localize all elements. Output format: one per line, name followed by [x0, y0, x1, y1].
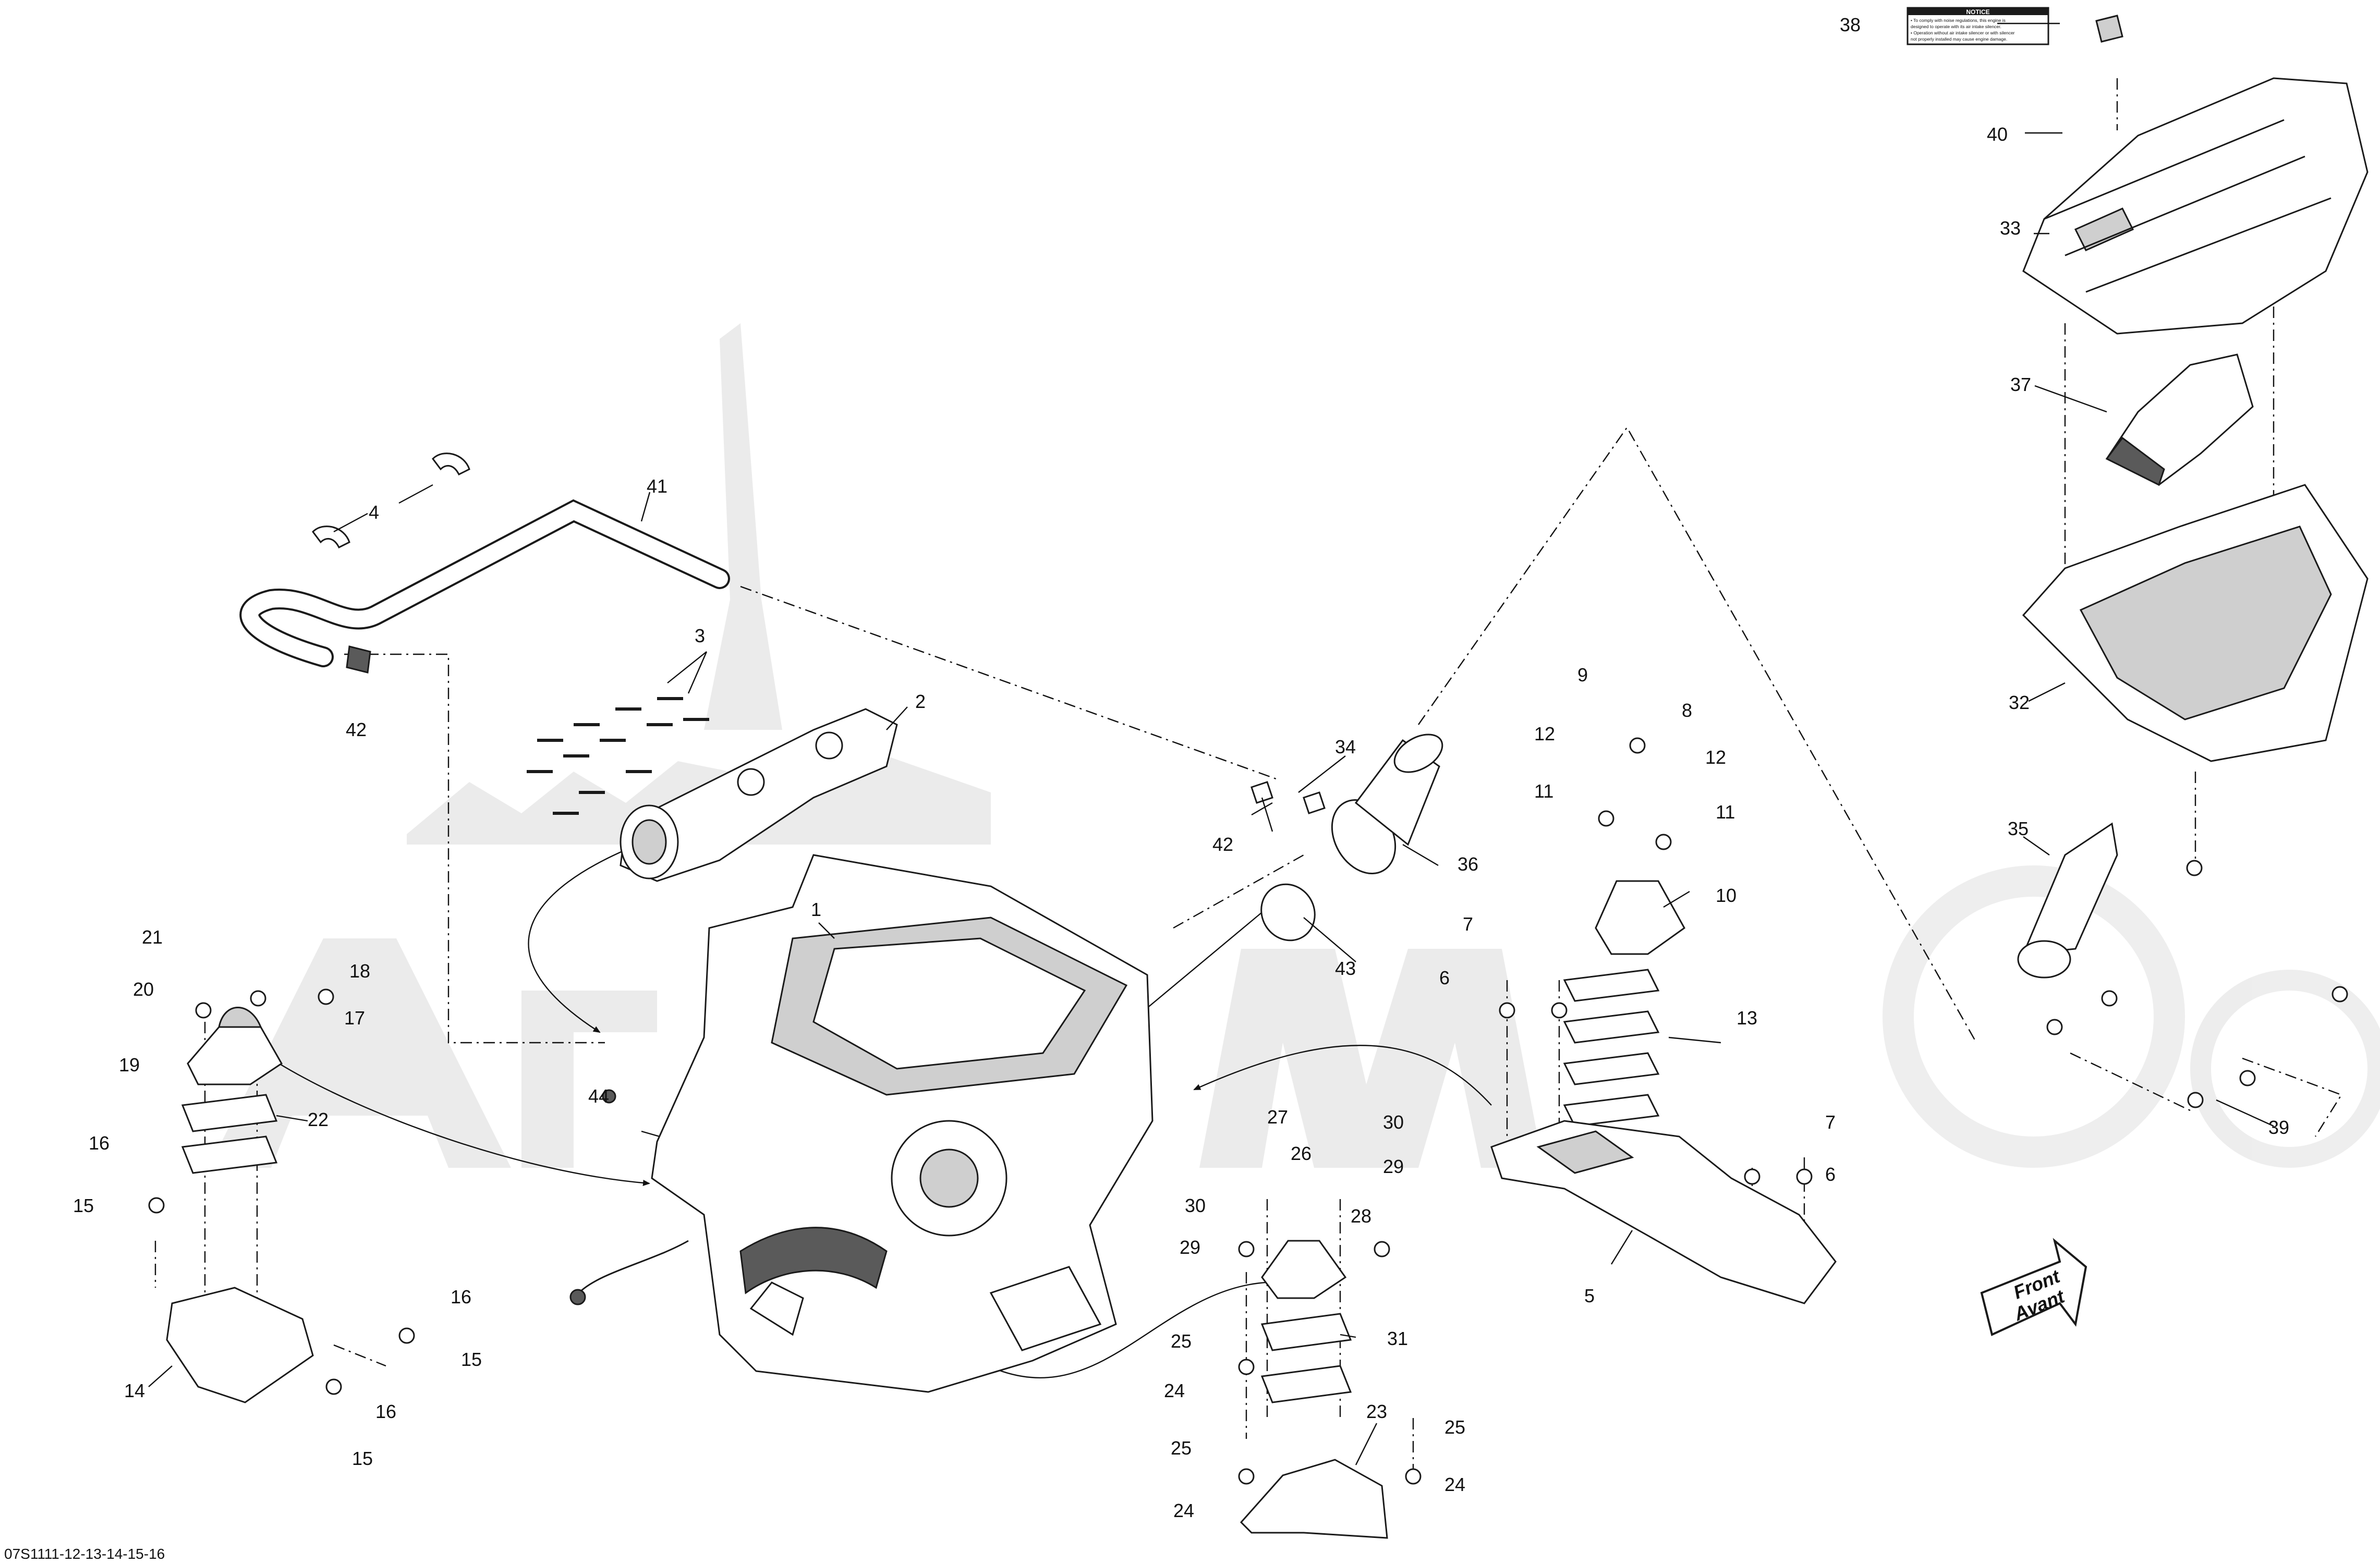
watermark: [209, 323, 2380, 1168]
callout-6-left: 6: [1439, 967, 1450, 988]
callout-30-left: 30: [1185, 1195, 1206, 1216]
callout-20: 20: [133, 979, 154, 1000]
callout-25-top: 25: [1171, 1330, 1192, 1352]
callout-12-right: 12: [1705, 747, 1726, 768]
callout-25-bottom: 25: [1171, 1437, 1192, 1459]
assembly-guide-lines: [154, 78, 2342, 1481]
callout-24-top: 24: [1164, 1380, 1185, 1401]
callout-40: 40: [1987, 124, 2008, 145]
callout-44: 44: [588, 1085, 609, 1107]
callout-16-bottom: 16: [375, 1401, 396, 1422]
engine-mount-rear: [1240, 1240, 1388, 1539]
callout-15-left: 15: [73, 1195, 94, 1216]
notice-line-4: not properly installed may cause engine …: [1911, 36, 2007, 42]
engine-support-bracket: [1490, 1120, 1837, 1304]
callout-15-mid: 15: [461, 1349, 482, 1370]
callout-10: 10: [1716, 885, 1737, 906]
exhaust-manifold: [620, 708, 898, 882]
notice-line-2: designed to operate with its air intake …: [1911, 24, 2001, 29]
callout-32: 32: [2009, 692, 2030, 713]
callout-7-left: 7: [1463, 913, 1473, 935]
callout-31: 31: [1387, 1328, 1408, 1349]
callout-41: 41: [647, 475, 667, 497]
notice-label: NOTICE • To comply with noise regulation…: [1907, 7, 2049, 45]
callout-36: 36: [1458, 853, 1478, 875]
intake-tube: [2105, 353, 2254, 486]
callout-9: 9: [1577, 664, 1588, 686]
callout-17: 17: [344, 1007, 365, 1029]
notice-label-part: [2095, 15, 2123, 43]
callout-2: 2: [915, 691, 926, 712]
diagram-code: 07S1111-12-13-14-15-16: [4, 1546, 165, 1562]
water-hose: [239, 499, 730, 674]
intake-silencer-base: [2022, 484, 2369, 762]
notice-line-1: • To comply with noise regulations, this…: [1911, 18, 2006, 23]
callout-14: 14: [124, 1380, 145, 1401]
callout-4: 4: [369, 502, 379, 523]
callout-39: 39: [2268, 1117, 2289, 1138]
callout-42-right: 42: [1212, 834, 1233, 855]
callout-8: 8: [1682, 700, 1692, 721]
callout-24-bottom: 24: [1173, 1500, 1194, 1521]
notice-line-3: • Operation without air intake silencer …: [1911, 30, 2015, 35]
callout-30-right: 30: [1383, 1111, 1404, 1133]
callout-1: 1: [811, 899, 821, 920]
callout-29-left: 29: [1180, 1237, 1200, 1258]
callout-5: 5: [1584, 1285, 1595, 1306]
callout-leaders: [148, 22, 2274, 1465]
callout-37: 37: [2010, 374, 2031, 395]
callout-15-bottom: 15: [352, 1448, 373, 1469]
callout-38: 38: [1840, 14, 1861, 35]
callout-27: 27: [1267, 1106, 1288, 1128]
manifold-bolts: [527, 697, 709, 815]
callout-26: 26: [1291, 1143, 1312, 1164]
throttle-body: [1250, 734, 1443, 942]
callout-43: 43: [1335, 958, 1356, 979]
callout-23: 23: [1366, 1401, 1387, 1422]
callout-labels: 1 2 3 4 5 6 6 7 7 8 9 10 11 11 12 12 13 …: [73, 14, 2289, 1521]
engine-mount-front-left: [166, 1007, 314, 1403]
callout-35: 35: [2008, 818, 2029, 839]
callout-24-right: 24: [1444, 1474, 1465, 1495]
intake-silencer-cover: [2022, 77, 2369, 335]
engine-mount-right: [1563, 880, 1685, 1127]
callout-19: 19: [119, 1054, 140, 1076]
front-direction-arrow: Front Avant: [1980, 1238, 2087, 1336]
callout-3: 3: [695, 625, 705, 646]
engine-block: [569, 854, 1153, 1393]
callout-12-left: 12: [1534, 723, 1555, 744]
callout-13: 13: [1737, 1007, 1757, 1029]
routing-arrows: [278, 849, 1492, 1378]
callout-7-right: 7: [1825, 1111, 1836, 1133]
callout-6-right: 6: [1825, 1164, 1836, 1185]
callout-21: 21: [142, 926, 163, 948]
small-fasteners: [148, 737, 2348, 1485]
callout-25-right: 25: [1444, 1416, 1465, 1438]
hose-clamps: [312, 453, 470, 549]
callout-18: 18: [349, 960, 370, 982]
callout-42-left: 42: [346, 719, 367, 740]
callout-33: 33: [2000, 217, 2021, 239]
notice-title: NOTICE: [1966, 8, 1989, 16]
callout-11-right: 11: [1716, 801, 1735, 823]
callout-16-mid: 16: [451, 1286, 471, 1308]
callout-28: 28: [1351, 1205, 1371, 1227]
intake-adapter: [2017, 822, 2118, 979]
callout-11-left: 11: [1534, 780, 1553, 802]
callout-22: 22: [308, 1109, 329, 1130]
callout-16-left: 16: [89, 1132, 110, 1154]
callout-34: 34: [1335, 736, 1356, 757]
callout-29-right: 29: [1383, 1156, 1404, 1177]
